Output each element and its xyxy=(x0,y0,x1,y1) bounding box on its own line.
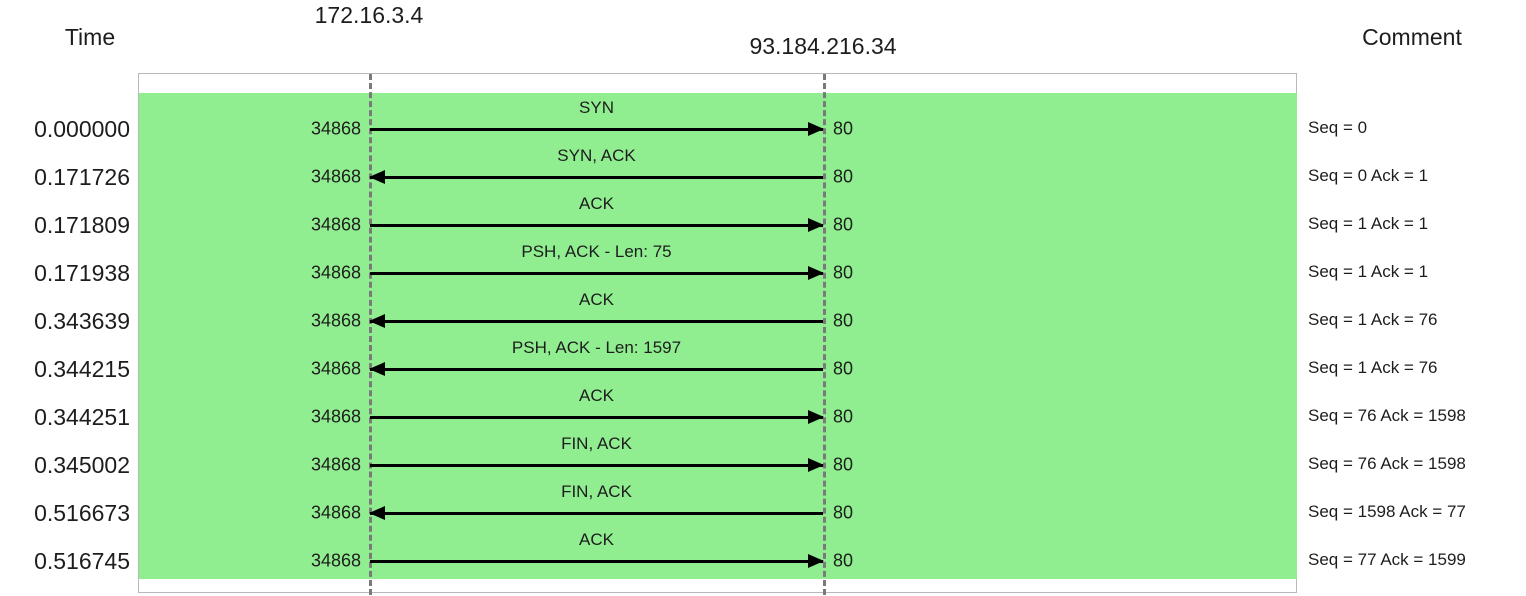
packet-comment: Seq = 1 Ack = 1 xyxy=(1308,262,1429,281)
packet-time: 0.516673 xyxy=(34,500,130,526)
packet-arrow-head-right-icon xyxy=(808,122,824,136)
packet-label: FIN, ACK xyxy=(561,434,632,453)
packet-time: 0.171938 xyxy=(34,260,130,286)
packet-label: ACK xyxy=(579,386,614,405)
packet-time: 0.345002 xyxy=(34,452,130,478)
packet-arrow-line xyxy=(370,464,823,467)
lifeline-node-1 xyxy=(823,74,826,595)
packet-time: 0.171726 xyxy=(34,164,130,190)
column-header-time: Time xyxy=(64,24,116,50)
packet-time: 0.344251 xyxy=(34,404,130,430)
packet-label: PSH, ACK - Len: 1597 xyxy=(511,338,682,357)
column-header-comment: Comment xyxy=(1362,24,1462,50)
packet-arrow-head-right-icon xyxy=(808,458,824,472)
packet-arrow-line xyxy=(370,176,823,179)
destination-port-label: 80 xyxy=(833,502,854,523)
packet-time: 0.344215 xyxy=(34,356,130,382)
packet-arrow-line xyxy=(370,560,823,563)
destination-port-label: 80 xyxy=(833,310,854,331)
destination-port-label: 80 xyxy=(833,406,854,427)
packet-arrow-line xyxy=(370,368,823,371)
packet-arrow-head-left-icon xyxy=(369,506,385,520)
packet-label: ACK xyxy=(579,290,614,309)
destination-port-label: 80 xyxy=(833,550,854,571)
packet-arrow-line xyxy=(370,512,823,515)
packet-comment: Seq = 76 Ack = 1598 xyxy=(1308,454,1466,473)
packet-arrow-head-right-icon xyxy=(808,410,824,424)
packet-arrow-line xyxy=(370,320,823,323)
column-header-node-0: 172.16.3.4 xyxy=(314,2,424,28)
packet-comment: Seq = 0 xyxy=(1308,118,1368,137)
packet-label: SYN xyxy=(579,98,614,117)
packet-label: SYN, ACK xyxy=(557,146,636,165)
packet-arrow-head-right-icon xyxy=(808,218,824,232)
packet-label: ACK xyxy=(579,194,614,213)
packet-comment: Seq = 77 Ack = 1599 xyxy=(1308,550,1466,569)
packet-time: 0.000000 xyxy=(34,116,130,142)
packet-comment: Seq = 1 Ack = 76 xyxy=(1308,358,1438,377)
source-port-label: 34868 xyxy=(310,406,361,427)
lifeline-node-0 xyxy=(369,74,372,595)
highlight-band xyxy=(139,93,1297,579)
packet-arrow-head-left-icon xyxy=(369,314,385,328)
destination-port-label: 80 xyxy=(833,262,854,283)
source-port-label: 34868 xyxy=(310,166,361,187)
destination-port-label: 80 xyxy=(833,166,854,187)
source-port-label: 34868 xyxy=(310,310,361,331)
source-port-label: 34868 xyxy=(310,454,361,475)
packet-comment: Seq = 1598 Ack = 77 xyxy=(1308,502,1466,521)
source-port-label: 34868 xyxy=(310,502,361,523)
destination-port-label: 80 xyxy=(833,454,854,475)
destination-port-label: 80 xyxy=(833,214,854,235)
source-port-label: 34868 xyxy=(310,358,361,379)
packet-arrow-line xyxy=(370,224,823,227)
packet-time: 0.171809 xyxy=(34,212,130,238)
packet-time: 0.343639 xyxy=(34,308,130,334)
packet-arrow-head-left-icon xyxy=(369,362,385,376)
source-port-label: 34868 xyxy=(310,262,361,283)
destination-port-label: 80 xyxy=(833,358,854,379)
packet-label: ACK xyxy=(579,530,614,549)
packet-arrow-line xyxy=(370,272,823,275)
packet-time: 0.516745 xyxy=(34,548,130,574)
source-port-label: 34868 xyxy=(310,214,361,235)
packet-comment: Seq = 1 Ack = 1 xyxy=(1308,214,1429,233)
packet-arrow-head-right-icon xyxy=(808,266,824,280)
packet-label: PSH, ACK - Len: 75 xyxy=(521,242,672,261)
column-header-node-1: 93.184.216.34 xyxy=(749,33,897,59)
packet-arrow-head-right-icon xyxy=(808,554,824,568)
source-port-label: 34868 xyxy=(310,118,361,139)
source-port-label: 34868 xyxy=(310,550,361,571)
packet-arrow-line xyxy=(370,416,823,419)
packet-arrow-line xyxy=(370,128,823,131)
destination-port-label: 80 xyxy=(833,118,854,139)
packet-comment: Seq = 76 Ack = 1598 xyxy=(1308,406,1466,425)
packet-label: FIN, ACK xyxy=(561,482,632,501)
packet-comment: Seq = 0 Ack = 1 xyxy=(1308,166,1429,185)
packet-comment: Seq = 1 Ack = 76 xyxy=(1308,310,1438,329)
packet-arrow-head-left-icon xyxy=(369,170,385,184)
